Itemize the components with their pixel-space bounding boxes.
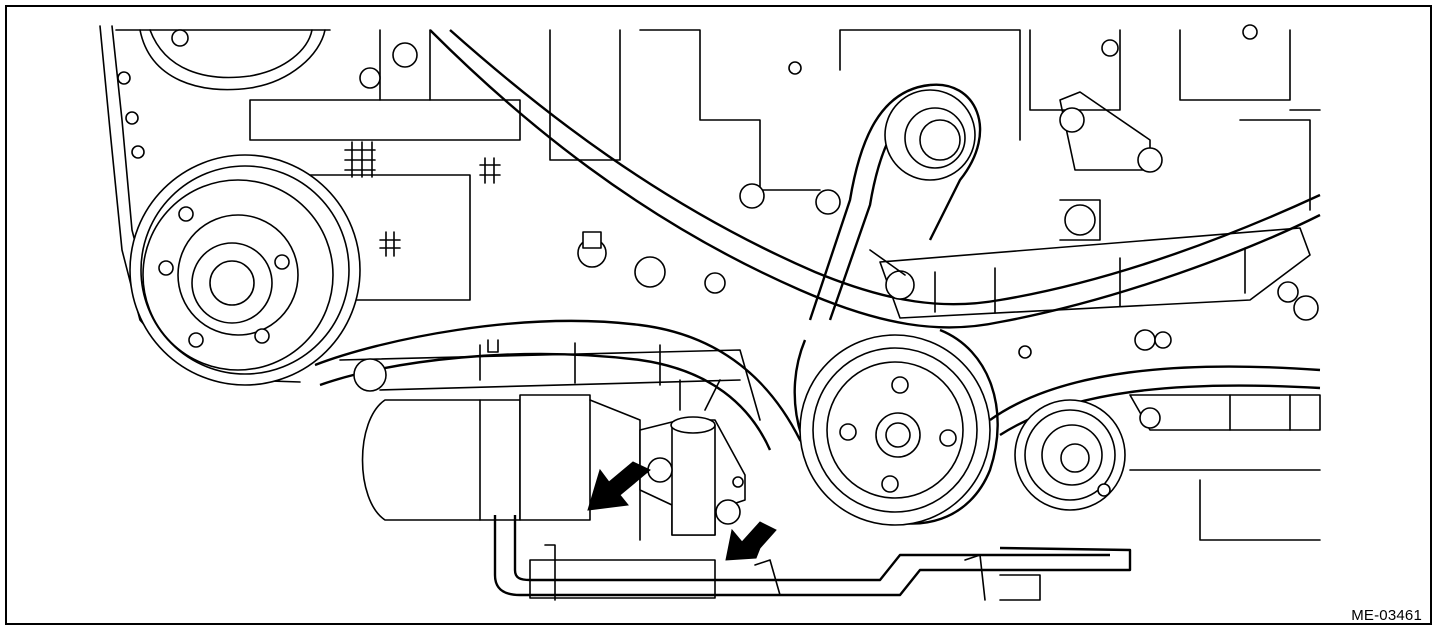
tensioner-lever-guide [314, 319, 821, 466]
crankshaft-sprocket [793, 328, 999, 526]
oil-pump-housing [361, 394, 641, 541]
figure-code-label: ME-03461 [1351, 607, 1422, 624]
lower-right-sprocket [989, 365, 1321, 541]
left-cam-sprocket [129, 154, 361, 386]
upper-left-sprocket [139, 29, 326, 91]
coolant-pipe [493, 515, 1132, 601]
chain-tensioner [639, 379, 746, 536]
arrow-left-bolt [587, 461, 651, 511]
upper-idler-pulley [808, 83, 982, 321]
engine-block-right [549, 24, 1319, 359]
arrow-right-bolt [725, 521, 777, 561]
bolt-indicator-arrows [587, 461, 777, 561]
